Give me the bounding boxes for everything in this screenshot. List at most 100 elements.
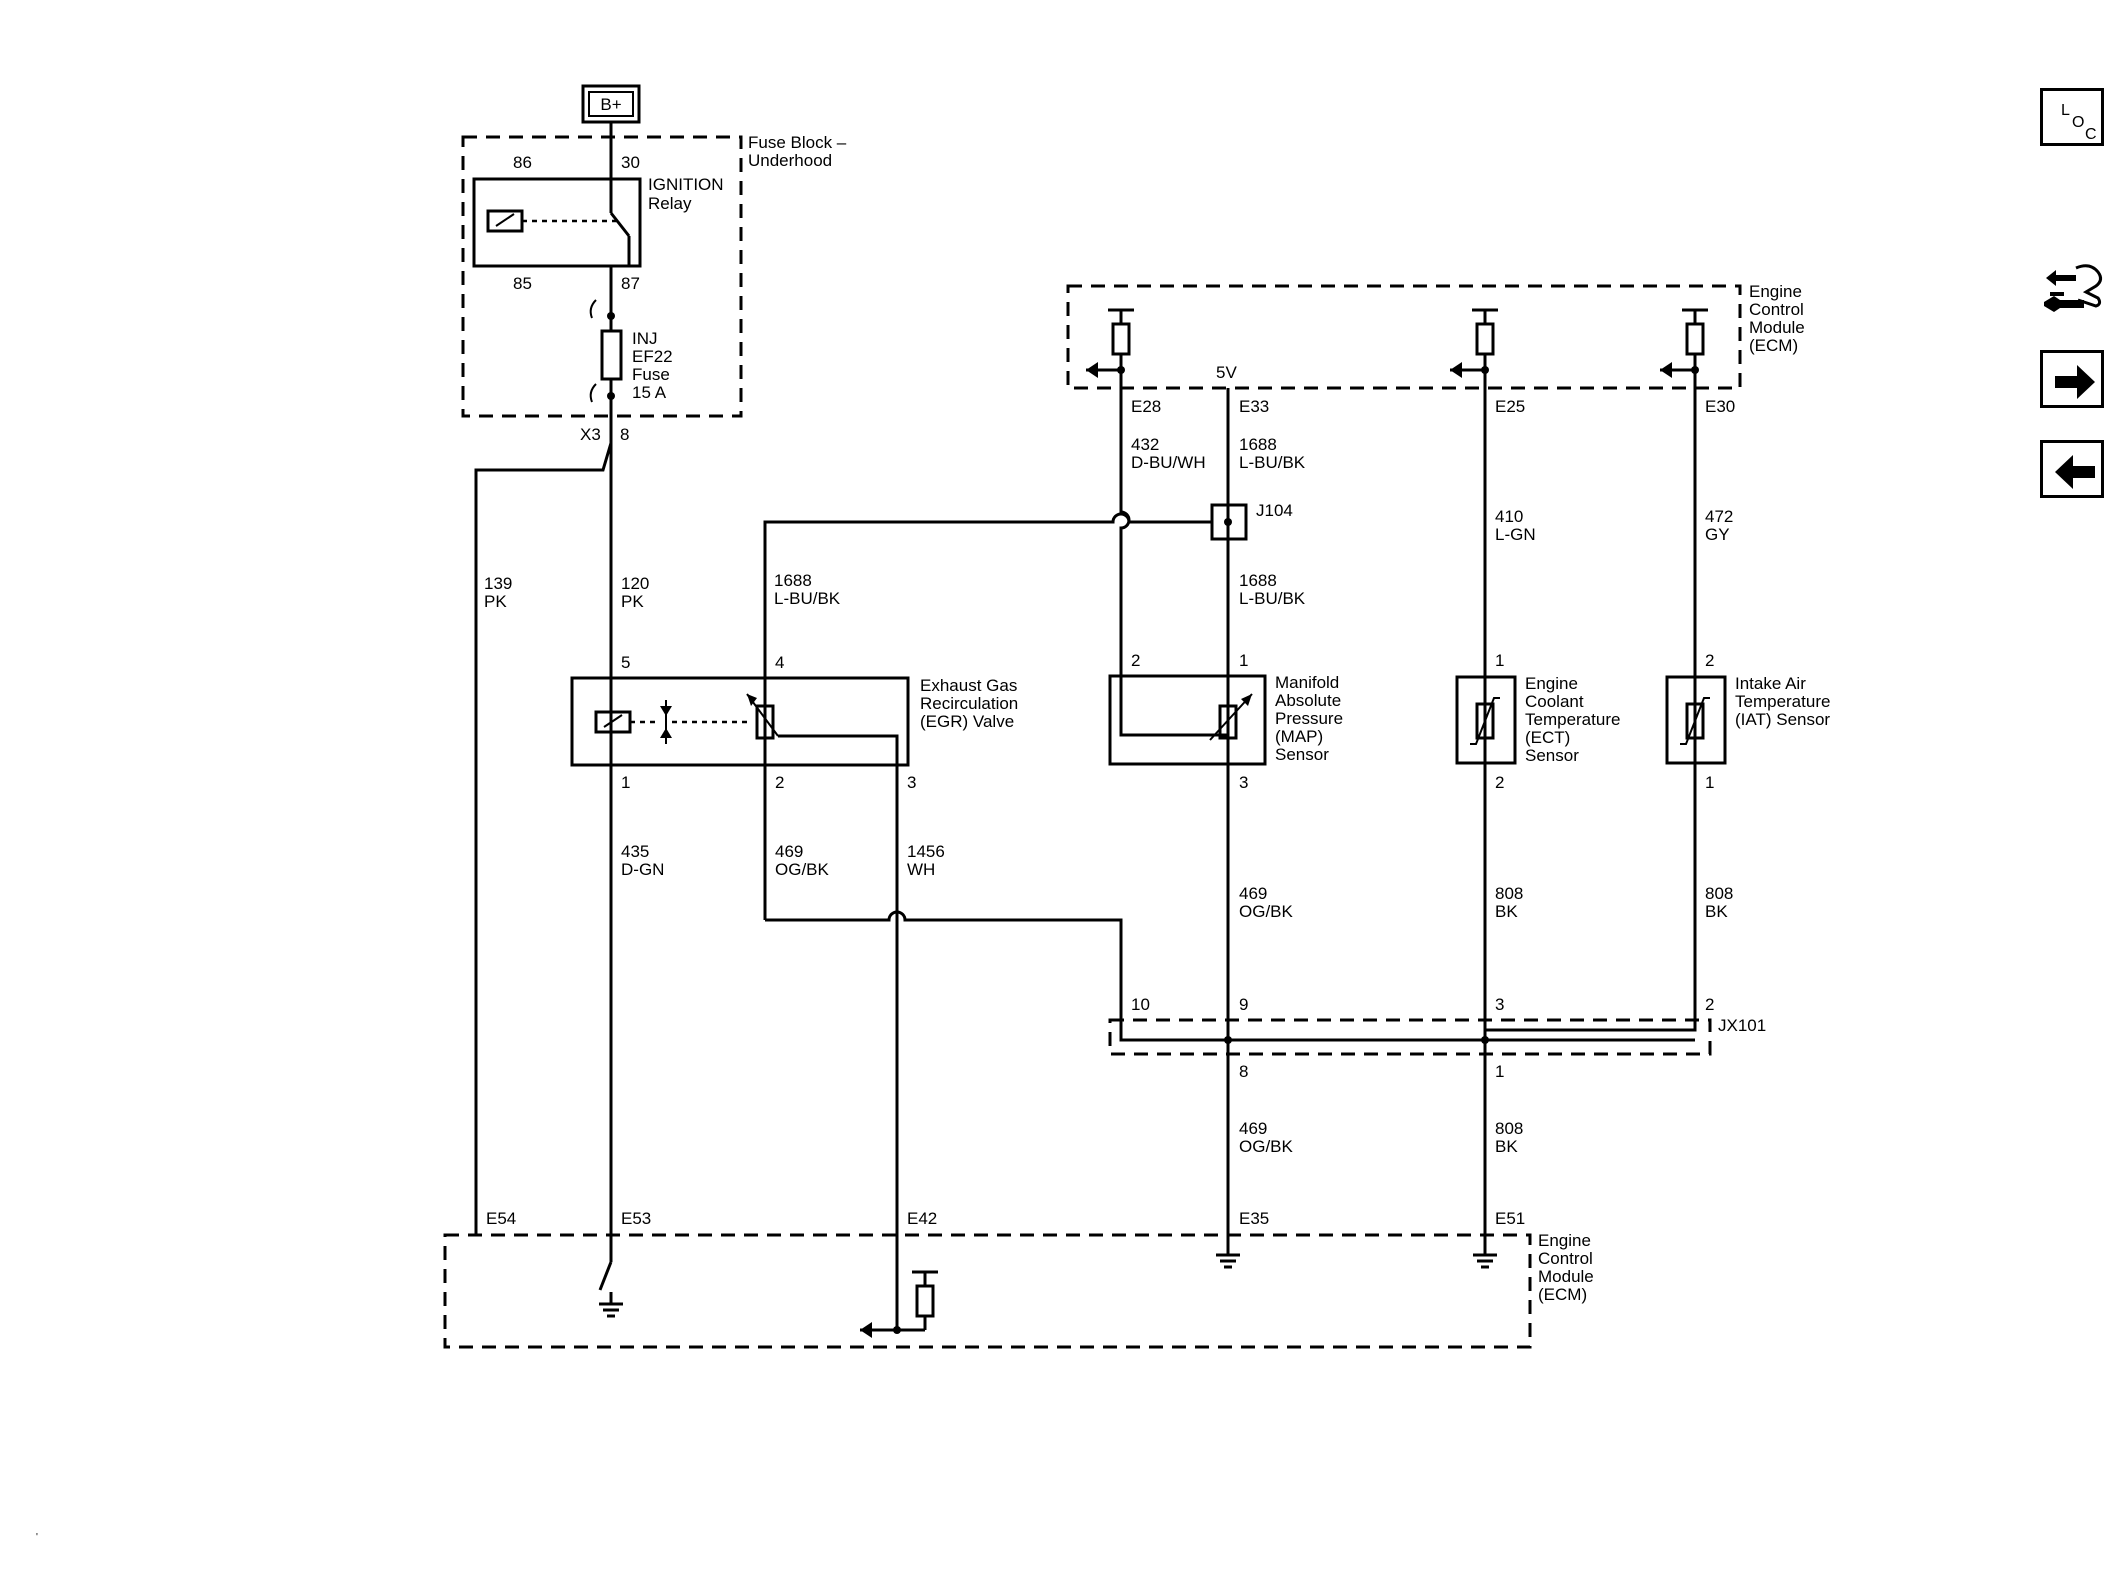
wire-808-number-iat: 808 xyxy=(1705,884,1733,903)
ecm-input-circuit-e28 xyxy=(1086,308,1134,378)
iat-sensor: Intake Air Temperature (IAT) Sensor 2 1 xyxy=(1665,651,1830,792)
egr-lower-wires: 435 D-GN 469 OG/BK 1456 WH xyxy=(621,842,1228,1042)
iat-name-2: Temperature xyxy=(1735,692,1830,711)
ect-name-3: Temperature xyxy=(1525,710,1620,729)
jx101-pin-2: 2 xyxy=(1705,995,1714,1014)
component-locator-icon: L O C xyxy=(2061,102,2097,143)
splice-j104-label: J104 xyxy=(1256,501,1293,520)
jx101-pin-8: 8 xyxy=(1239,1062,1248,1081)
ecm-input-circuit-e30 xyxy=(1660,308,1708,378)
wire-1456-color: WH xyxy=(907,860,935,879)
wire-808-number-bottom: 808 xyxy=(1495,1119,1523,1138)
fuse-block-underhood: Fuse Block – Underhood 86 30 85 87 IGNIT… xyxy=(461,122,847,444)
jx101-pin-10: 10 xyxy=(1131,995,1150,1014)
ect-name-5: Sensor xyxy=(1525,746,1579,765)
wire-432-color: D-BU/WH xyxy=(1131,453,1206,472)
tools-icon xyxy=(2044,264,2103,312)
relay-pin-85: 85 xyxy=(513,274,532,293)
map-pin-3: 3 xyxy=(1239,773,1248,792)
tools-button[interactable] xyxy=(2040,258,2110,328)
wire-410-number: 410 xyxy=(1495,507,1523,526)
jx101-pin-9: 9 xyxy=(1239,995,1248,1014)
previous-arrow-icon xyxy=(2055,455,2095,489)
wire-435-number: 435 xyxy=(621,842,649,861)
iat-name-3: (IAT) Sensor xyxy=(1735,710,1830,729)
wire-469-color-egr: OG/BK xyxy=(775,860,830,879)
connector-x3: X3 xyxy=(580,425,601,444)
wire-469-color-bottom: OG/BK xyxy=(1239,1137,1294,1156)
egr-name-3: (EGR) Valve xyxy=(920,712,1014,731)
previous-button[interactable] xyxy=(2040,440,2104,498)
relay-pin-30: 30 xyxy=(621,153,640,172)
component-locator-button[interactable]: L O C xyxy=(2040,88,2104,146)
egr-valve: Exhaust Gas Recirculation (EGR) Valve 5 … xyxy=(570,653,1018,1330)
ecm-pin-e54: E54 xyxy=(486,1209,516,1228)
wire-432-number: 432 xyxy=(1131,435,1159,454)
battery-positive-source: B+ xyxy=(581,84,641,124)
wire-1688-color-mid: L-BU/BK xyxy=(1239,589,1306,608)
ecm-pin-e51: E51 xyxy=(1495,1209,1525,1228)
inj-ef22-fuse: INJ EF22 Fuse 15 A xyxy=(589,266,673,403)
wire-1688-color-egr: L-BU/BK xyxy=(774,589,841,608)
ecm-pin-e25: E25 xyxy=(1495,397,1525,416)
ecm-top-name-1: Engine xyxy=(1749,282,1802,301)
egr-pin-2: 2 xyxy=(775,773,784,792)
ecm-5v-reference: 5V xyxy=(1216,363,1237,382)
fuse-label-1: INJ xyxy=(632,329,658,348)
ecm-low-side-driver xyxy=(598,1261,623,1318)
wire-1688-color-top: L-BU/BK xyxy=(1239,453,1306,472)
ground-e51 xyxy=(1473,1253,1497,1269)
next-button[interactable] xyxy=(2040,350,2104,408)
loc-letter-l: L xyxy=(2061,102,2070,119)
wire-472-number: 472 xyxy=(1705,507,1733,526)
ecm-pin-e28: E28 xyxy=(1131,397,1161,416)
wire-469-number-bottom: 469 xyxy=(1239,1119,1267,1138)
ecm-pin-e35: E35 xyxy=(1239,1209,1269,1228)
wire-139-number: 139 xyxy=(484,574,512,593)
map-name-4: (MAP) xyxy=(1275,727,1323,746)
ecm-top-name-4: (ECM) xyxy=(1749,336,1798,355)
fuse-label-3: Fuse xyxy=(632,365,670,384)
wire-120-color: PK xyxy=(621,592,644,611)
loc-letter-o: O xyxy=(2072,114,2084,131)
wire-808-color-iat: BK xyxy=(1705,902,1728,921)
ecm-pin-e30: E30 xyxy=(1705,397,1735,416)
ground-e35 xyxy=(1216,1253,1240,1269)
jx101-pin-3: 3 xyxy=(1495,995,1504,1014)
wire-808-number-ect: 808 xyxy=(1495,884,1523,903)
wire-139-color: PK xyxy=(484,592,507,611)
map-sensor: Manifold Absolute Pressure (MAP) Sensor … xyxy=(1108,651,1343,792)
jx101-label: JX101 xyxy=(1718,1016,1766,1035)
splice-j104: J104 xyxy=(1210,501,1293,541)
relay-name-2: Relay xyxy=(648,194,692,213)
wire-1688-number-mid: 1688 xyxy=(1239,571,1277,590)
ect-pin-1: 1 xyxy=(1495,651,1504,670)
egr-pin-3: 3 xyxy=(907,773,916,792)
iat-name-1: Intake Air xyxy=(1735,674,1806,693)
jx101-pin-1: 1 xyxy=(1495,1062,1504,1081)
map-name-1: Manifold xyxy=(1275,673,1339,692)
wire-435-color: D-GN xyxy=(621,860,664,879)
ect-name-2: Coolant xyxy=(1525,692,1584,711)
fuse-block-subtitle: Underhood xyxy=(748,151,832,170)
corner-mark: ' xyxy=(36,1532,38,1543)
egr-name-2: Recirculation xyxy=(920,694,1018,713)
power-wires: 139 PK 120 PK xyxy=(474,400,649,1262)
wire-469-number-egr: 469 xyxy=(775,842,803,861)
ecm-input-circuit-e25 xyxy=(1450,308,1498,378)
wire-120-number: 120 xyxy=(621,574,649,593)
ecm-bottom-name-3: Module xyxy=(1538,1267,1594,1286)
wire-1688-number-top: 1688 xyxy=(1239,435,1277,454)
wire-808-color-bottom: BK xyxy=(1495,1137,1518,1156)
fuse-label-4: 15 A xyxy=(632,383,667,402)
ecm-bottom-module: Engine Control Module (ECM) E54 E53 E42 … xyxy=(443,1209,1594,1349)
relay-pin-86: 86 xyxy=(513,153,532,172)
fuse-label-2: EF22 xyxy=(632,347,673,366)
iat-pin-2: 2 xyxy=(1705,651,1714,670)
ect-pin-2: 2 xyxy=(1495,773,1504,792)
wire-472-color: GY xyxy=(1705,525,1730,544)
wire-410-color: L-GN xyxy=(1495,525,1536,544)
map-name-2: Absolute xyxy=(1275,691,1341,710)
egr-pin-1: 1 xyxy=(621,773,630,792)
